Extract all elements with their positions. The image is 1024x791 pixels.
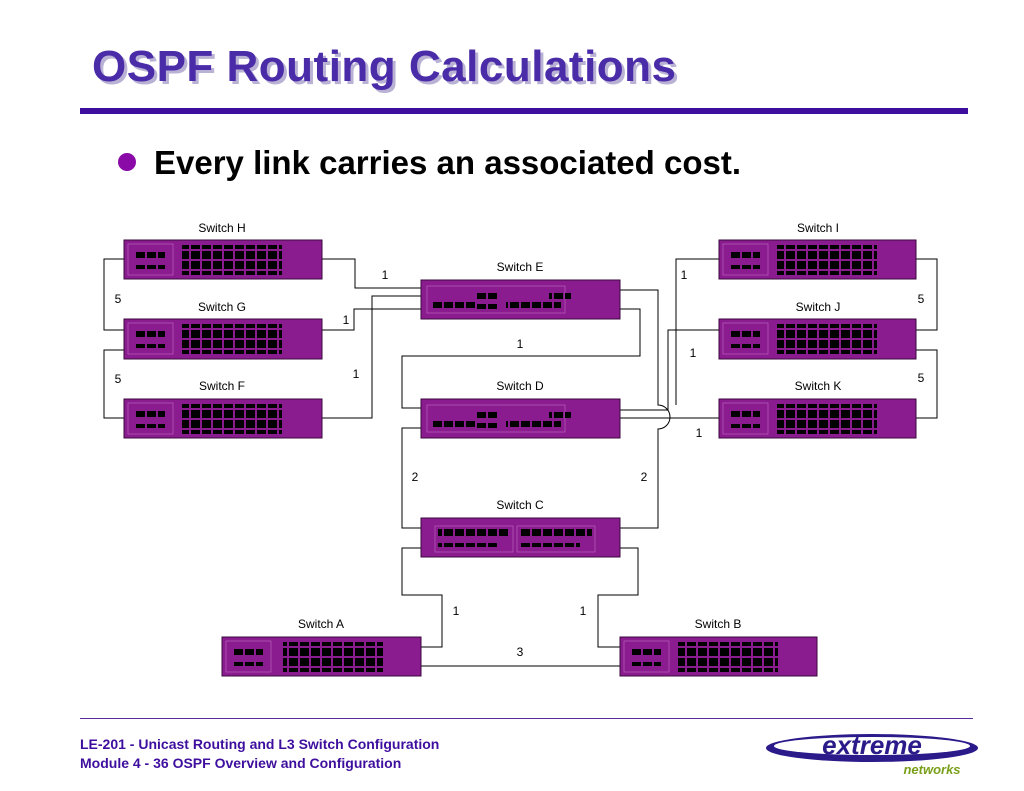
switch-c [420, 517, 621, 558]
link-d-c [401, 427, 421, 529]
switch-i-label: Switch I [797, 221, 839, 235]
switch-g-label: Switch G [198, 300, 246, 314]
link-g-e [322, 308, 421, 331]
links [103, 258, 938, 667]
switch-e-label: Switch E [497, 260, 544, 274]
bullet-text: Every link carries an associated cost. [154, 144, 741, 181]
cost-h-g: 5 [115, 292, 122, 306]
switch-i [718, 239, 917, 280]
link-h-g [103, 258, 124, 331]
cost-a-b: 3 [517, 645, 524, 659]
cost-j-d: 1 [690, 346, 697, 360]
switch-h-label: Switch H [198, 221, 245, 235]
cost-d-c-left: 2 [412, 470, 419, 484]
switch-d [420, 398, 621, 439]
logo-sub: networks [903, 762, 960, 777]
switch-c-label: Switch C [496, 498, 544, 512]
footer-module-info: Module 4 - 36 OSPF Overview and Configur… [80, 755, 402, 771]
cost-j-k: 5 [918, 371, 925, 385]
link-c-a [401, 547, 443, 648]
switch-g [123, 318, 323, 360]
extreme-networks-logo: extreme networks [766, 730, 978, 777]
title-underline [80, 108, 968, 114]
cost-i-e: 1 [681, 268, 688, 282]
link-j-k [916, 349, 938, 419]
link-j-d [620, 329, 719, 411]
cost-c-b: 1 [580, 604, 587, 618]
switch-a-label: Switch A [298, 617, 344, 631]
link-i-e [620, 289, 671, 529]
link-e-d [401, 308, 641, 409]
switch-d-label: Switch D [496, 379, 544, 393]
switch-e [420, 279, 621, 320]
slide-title: OSPF Routing Calculations [92, 42, 677, 91]
cost-c-a: 1 [453, 604, 460, 618]
link-f-e [322, 295, 421, 419]
footer: LE-201 - Unicast Routing and L3 Switch C… [80, 735, 439, 773]
cost-h-e: 1 [382, 268, 389, 282]
switch-k-label: Switch K [795, 379, 842, 393]
footer-course-title: LE-201 - Unicast Routing and L3 Switch C… [80, 736, 440, 752]
link-h-e [322, 258, 421, 289]
cost-f-e: 1 [353, 367, 360, 381]
bullet-point: Every link carries an associated cost. [118, 144, 741, 182]
cost-i-j: 5 [918, 292, 925, 306]
bullet-dot-icon [118, 153, 136, 172]
footer-divider [80, 718, 973, 719]
link-i-j [916, 258, 938, 331]
switch-j [718, 318, 917, 360]
switch-f [123, 398, 323, 439]
switch-b [619, 636, 818, 677]
link-c-b [597, 547, 639, 648]
cost-g-e: 1 [343, 313, 350, 327]
switch-f-label: Switch F [199, 379, 245, 393]
switch-b-label: Switch B [695, 617, 742, 631]
cost-k-d: 1 [696, 426, 703, 440]
switch-j-label: Switch J [796, 300, 841, 314]
cost-e-d: 1 [517, 337, 524, 351]
switch-a [221, 636, 422, 677]
link-i-route [675, 258, 719, 405]
logo-word: extreme [822, 730, 922, 760]
cost-d-c-right: 2 [641, 470, 648, 484]
cost-g-f: 5 [115, 372, 122, 386]
switch-k [718, 398, 917, 439]
link-g-f [103, 349, 124, 419]
link-cost-labels: 5 5 1 1 1 5 5 1 1 1 1 2 2 1 1 3 [115, 268, 925, 659]
logo-highlight [774, 737, 970, 755]
switch-h [123, 239, 323, 280]
